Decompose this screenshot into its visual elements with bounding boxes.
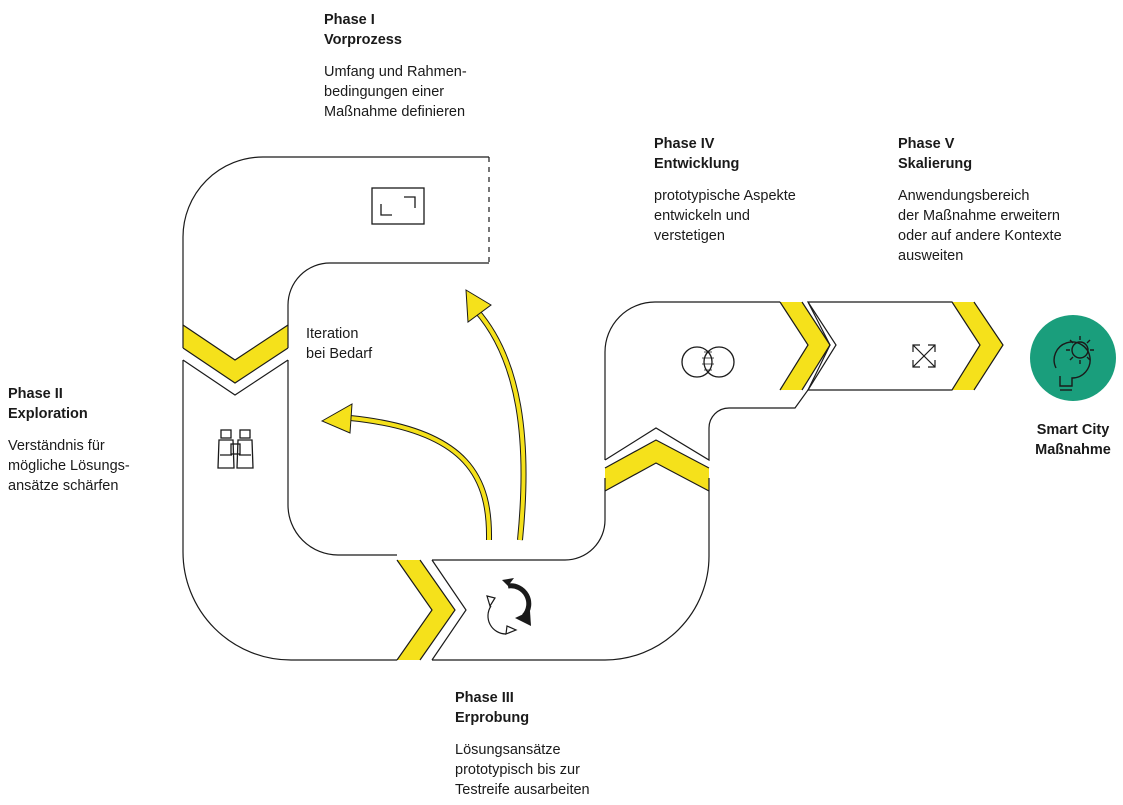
phase-4-block: Phase IV Entwicklung prototypische Aspek… xyxy=(654,134,796,246)
scale-arrows-icon xyxy=(912,344,936,368)
phase-5-title: Phase V xyxy=(898,136,955,152)
phase-4-title: Phase IV xyxy=(654,136,715,152)
phase-1-name: Vorprozess xyxy=(324,32,402,48)
goal-label: Smart City Maßnahme xyxy=(1035,422,1111,458)
phase-1-description: Umfang und Rahmen- bedingungen einer Maß… xyxy=(324,64,467,120)
phase-3-title: Phase III xyxy=(455,690,514,706)
binoculars-icon xyxy=(217,429,254,469)
lightbulb-gear-icon xyxy=(1030,315,1116,401)
phase-5-name: Skalierung xyxy=(898,156,973,172)
phase-2-block: Phase II Exploration Verständnis für mög… xyxy=(8,384,130,496)
refresh-cycle-icon xyxy=(486,578,532,635)
phase-4-description: prototypische Aspekte entwickeln und ver… xyxy=(654,188,796,244)
phase-3-description: Lösungsansätze prototypisch bis zur Test… xyxy=(455,742,590,798)
phase-3-name: Erprobung xyxy=(455,710,530,726)
phase-3-block: Phase III Erprobung Lösungsansätze proto… xyxy=(455,688,590,800)
venn-circles-icon xyxy=(681,346,735,378)
phase-2-title: Phase II xyxy=(8,386,63,402)
phase-4-name: Entwicklung xyxy=(654,156,740,172)
expand-frame-icon xyxy=(371,187,425,225)
phase-1-title: Phase I xyxy=(324,12,375,28)
iteration-label: Iteration bei Bedarf xyxy=(306,326,373,362)
phase-2-description: Verständnis für mögliche Lösungs- ansätz… xyxy=(8,438,130,494)
phase-2-name: Exploration xyxy=(8,406,88,422)
path-outline xyxy=(182,156,1004,661)
yellow-chevrons xyxy=(183,302,1003,660)
phase-1-block: Phase I Vorprozess Umfang und Rahmen- be… xyxy=(324,10,467,122)
phase-5-block: Phase V Skalierung Anwendungsbereich der… xyxy=(898,134,1062,266)
iteration-arrows xyxy=(320,289,527,541)
phase-5-description: Anwendungsbereich der Maßnahme erweitern… xyxy=(898,188,1062,264)
